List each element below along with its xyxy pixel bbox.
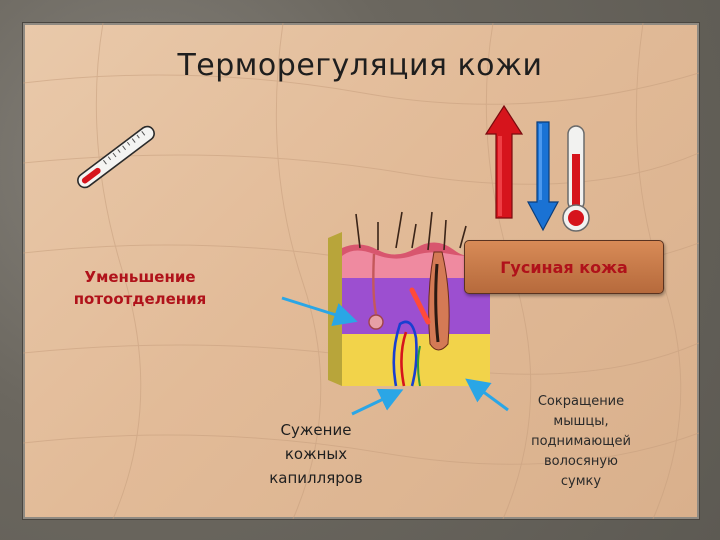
arrow-to-capillaries — [351, 388, 404, 416]
up-arrow-icon — [484, 104, 524, 219]
arrow-to-sweat-gland — [281, 296, 358, 327]
slide-title: Терморегуляция кожи — [177, 48, 543, 83]
thermometer-icon — [77, 125, 155, 189]
sweat-reduction-label: Уменьшение потоотделения — [73, 268, 207, 308]
capillaries-label: Сужение кожных капилляров — [269, 421, 363, 487]
muscle-contraction-label: Сокращение мышцы, поднимающей волосяную … — [531, 394, 631, 489]
goose-skin-box: Гусиная кожа — [464, 240, 664, 294]
down-arrow-icon — [526, 121, 560, 232]
goose-skin-label: Гусиная кожа — [500, 257, 628, 277]
skin-section-illustration — [328, 211, 490, 387]
tube-thermometer-icon — [562, 125, 590, 232]
arrow-to-muscle — [465, 378, 509, 412]
